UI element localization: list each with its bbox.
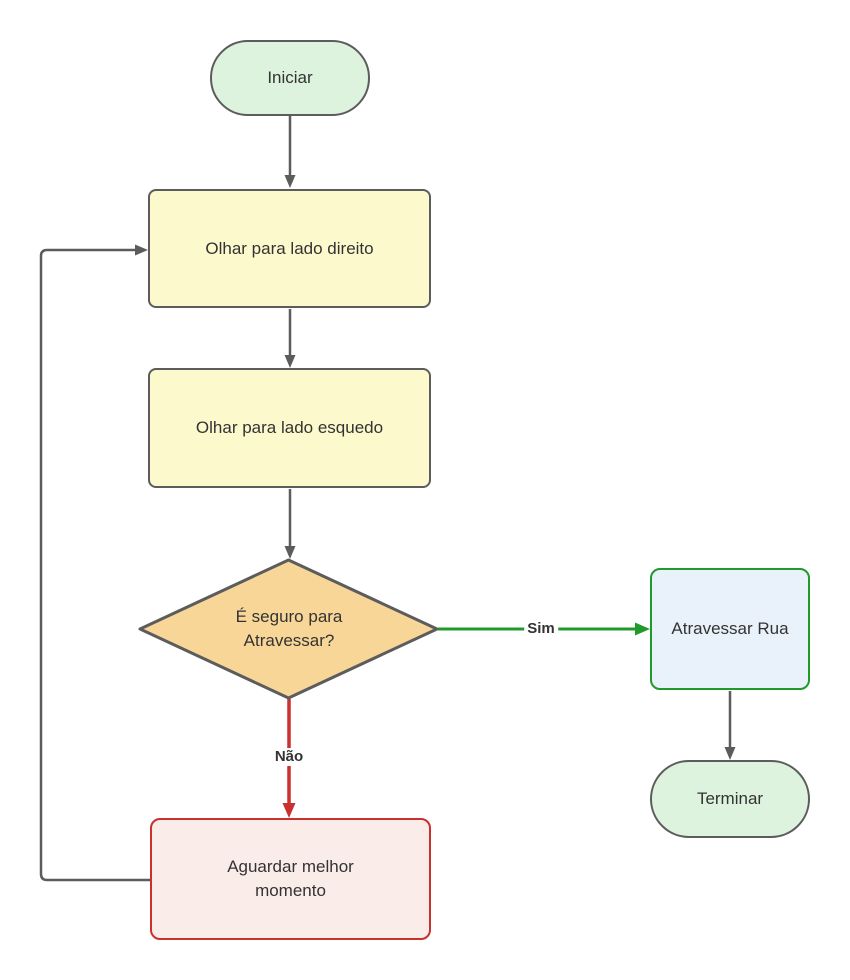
node-iniciar-label: Iniciar	[267, 68, 313, 88]
node-atravessar-rua: Atravessar Rua	[650, 568, 810, 690]
node-olhar-direito: Olhar para lado direito	[148, 189, 431, 308]
node-aguardar-label: Aguardar melhor momento	[227, 857, 354, 900]
node-terminar: Terminar	[650, 760, 810, 838]
node-iniciar: Iniciar	[210, 40, 370, 116]
node-terminar-label: Terminar	[696, 789, 764, 809]
edge-loop-aguardar-to-direito	[39, 244, 150, 882]
edge-label-nao: Não	[271, 748, 307, 766]
node-olhar-esquedo-label: Olhar para lado esquedo	[195, 418, 384, 438]
node-atravessar-rua-label: Atravessar Rua	[671, 619, 789, 639]
node-olhar-esquedo: Olhar para lado esquedo	[148, 368, 431, 488]
node-decisao: É seguro para Atravessar?	[189, 589, 389, 669]
node-aguardar: Aguardar melhor momento	[150, 818, 431, 940]
node-olhar-direito-label: Olhar para lado direito	[205, 238, 374, 258]
decision-diamond-shape	[138, 558, 439, 700]
node-decisao-label: É seguro para Atravessar?	[235, 607, 343, 650]
edge-label-sim: Sim	[524, 620, 558, 638]
